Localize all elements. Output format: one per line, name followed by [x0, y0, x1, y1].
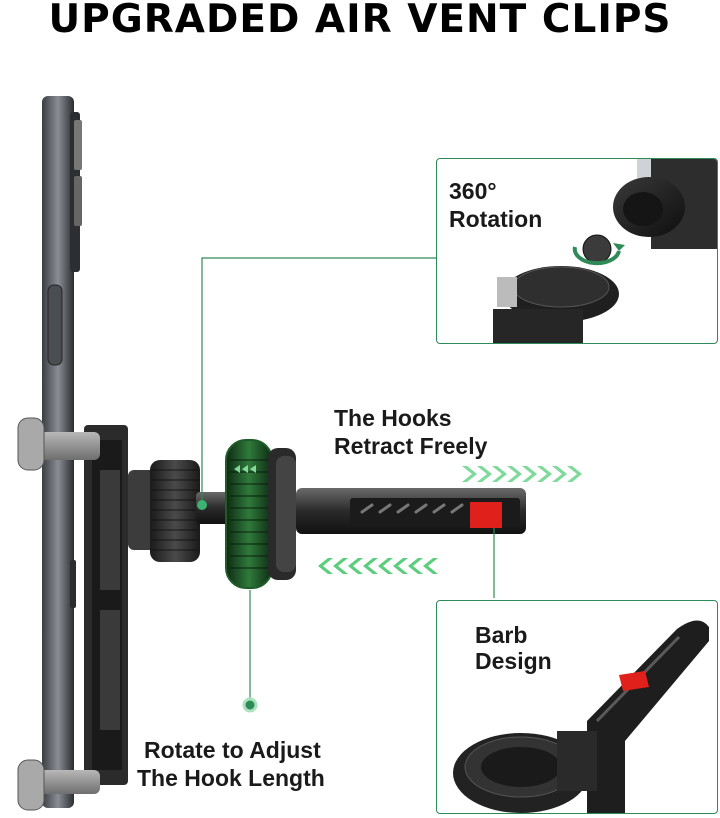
hooks-label-line1: The Hooks — [334, 405, 452, 431]
bottom-grip — [17, 759, 100, 811]
vent-hook-arm — [296, 488, 526, 534]
page-title: UPGRADED AIR VENT CLIPS — [48, 0, 672, 42]
top-grip — [17, 417, 100, 471]
rotation-label-line1: 360° — [449, 178, 497, 204]
ball-joint — [196, 492, 232, 524]
adjust-dot — [242, 697, 258, 713]
leader-lines — [201, 257, 495, 700]
rotation-callout: 360° Rotation — [436, 158, 718, 344]
barb-tip — [470, 502, 502, 528]
hooks-label-line2: Retract Freely — [334, 433, 488, 459]
knurled-knob — [128, 460, 200, 562]
rotate-arrows-icon — [572, 246, 621, 266]
barb-detail-illustration — [453, 620, 709, 813]
mount-plate — [84, 425, 128, 785]
joint-dot — [197, 500, 207, 510]
barb-callout: Barb Design — [436, 600, 718, 814]
arrows-left-icon — [318, 558, 438, 574]
rotation-label-line2: Rotation — [449, 206, 543, 232]
rotation-detail-illustration — [493, 159, 717, 343]
barb-label-line2: Design — [475, 648, 552, 674]
barb-red-tip — [619, 671, 649, 691]
rotating-ring — [225, 439, 296, 589]
barb-label-line1: Barb — [475, 622, 528, 648]
rotate-label-line1: Rotate to Adjust — [144, 737, 321, 763]
arrows-right-icon — [462, 466, 582, 482]
rotate-label-line2: The Hook Length — [137, 765, 325, 791]
